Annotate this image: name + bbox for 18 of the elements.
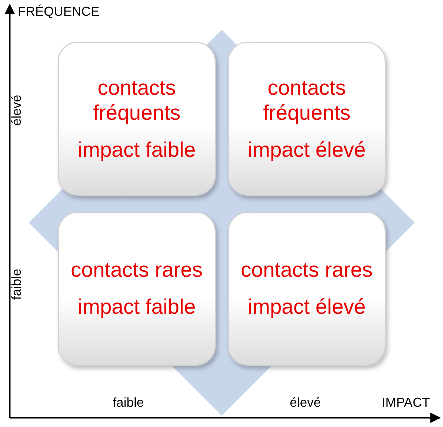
quadrant-text: impact faible	[78, 295, 196, 320]
axis-title: FRÉQUENCE	[18, 4, 100, 19]
quadrant-card	[58, 42, 216, 196]
quadrant-text: impact élevé	[248, 295, 366, 320]
axis-level-label: élevé	[9, 94, 24, 126]
quadrant-text: impact faible	[78, 138, 196, 162]
quadrant-text: contacts rares	[241, 258, 373, 283]
quadrant-text: impact élevé	[248, 138, 366, 162]
axis-level-label: faible	[113, 395, 144, 410]
axis-title: IMPACT	[382, 395, 430, 410]
quadrant-text: contacts fréquents	[262, 76, 352, 126]
axis-level-label: faible	[9, 268, 24, 300]
quadrant-text: contacts fréquents	[92, 76, 182, 126]
axis-level-label: élevé	[290, 395, 322, 410]
quadrant-card	[228, 212, 386, 366]
quadrant-card	[228, 42, 386, 196]
quadrant-text: contacts rares	[71, 258, 203, 283]
quadrant-card	[58, 212, 216, 366]
